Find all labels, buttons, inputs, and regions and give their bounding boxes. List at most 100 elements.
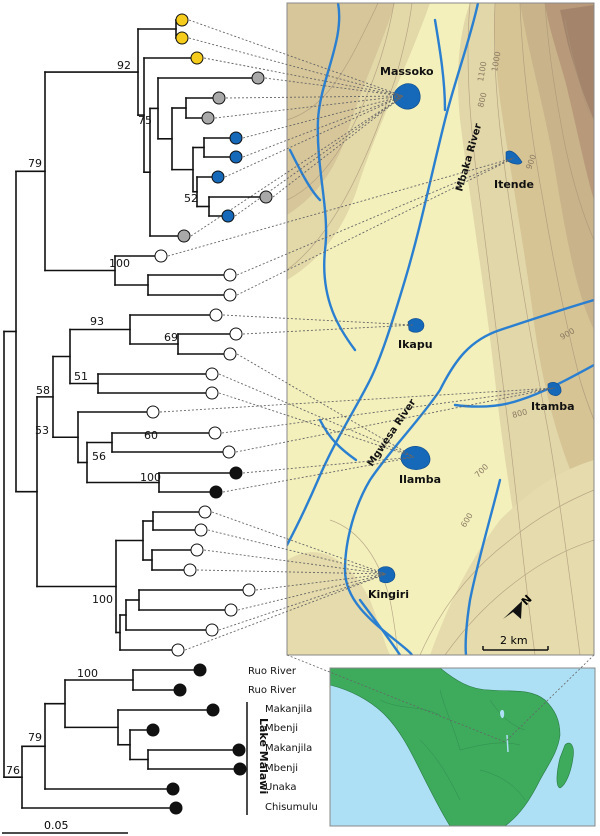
tip-marker-white — [223, 268, 237, 282]
tip-marker-black — [166, 782, 180, 796]
label-kingiri: Kingiri — [368, 588, 409, 601]
label-itamba: Itamba — [531, 400, 575, 413]
tip-marker-white — [183, 563, 197, 577]
leader-line-itamba — [159, 387, 556, 413]
river-mbaka — [287, 3, 480, 547]
lake-labels: Massoko Itende Ikapu Itamba Ilamba Kingi… — [368, 65, 575, 601]
tip-label-makanjila-2: Makanjila — [265, 743, 312, 754]
tip-marker-grey — [259, 190, 273, 204]
tip-marker-black — [169, 801, 183, 815]
leader-line-massoko — [234, 95, 404, 217]
tip-marker-white — [208, 426, 222, 440]
tip-label-ruo-river-1: Ruo River — [248, 666, 297, 677]
crater-lakes — [377, 83, 562, 584]
leader-line-kingiri — [255, 573, 387, 591]
bootstrap-label: 100 — [140, 471, 161, 484]
river-south-tributary — [464, 478, 502, 655]
tip-marker-white — [224, 603, 238, 617]
lake-kingiri-shape — [377, 566, 396, 584]
leader-line-massoko — [242, 95, 404, 158]
bootstrap-label: 76 — [6, 764, 20, 777]
leader-line-massoko — [224, 95, 404, 178]
tip-label-mbenji-1: Mbenji — [265, 723, 298, 734]
inset-frame — [329, 667, 596, 827]
tip-marker-white — [205, 367, 219, 381]
contour-label-6: 800 — [511, 407, 528, 420]
bootstrap-label: 100 — [92, 593, 113, 606]
label-massoko: Massoko — [380, 65, 434, 78]
bootstrap-label: 56 — [92, 450, 106, 463]
bootstrap-label: 69 — [164, 331, 178, 344]
tip-marker-black — [206, 703, 220, 717]
phylogenetic-tree — [3, 19, 267, 809]
tip-label-chisumulu: Chisumulu — [265, 802, 318, 813]
north-arrow-icon — [503, 601, 522, 619]
tip-marker-white — [229, 327, 243, 341]
tip-marker-white — [209, 308, 223, 322]
inset-lake-victoria — [500, 709, 505, 719]
bootstrap-label: 100 — [77, 667, 98, 680]
tip-marker-blue — [211, 170, 225, 184]
bootstrap-label: 93 — [90, 315, 104, 328]
tip-marker-blue — [221, 209, 235, 223]
leader-line-kingiri — [237, 573, 387, 611]
label-ilamba: Ilamba — [399, 473, 441, 486]
tip-marker-grey — [177, 229, 191, 243]
contour-label-2: 1000 — [490, 51, 502, 73]
bootstrap-label: 60 — [144, 429, 158, 442]
map-scale-bar: 2 km — [482, 634, 549, 651]
leader-line-massoko — [214, 95, 404, 119]
leader-line-itamba — [221, 387, 556, 434]
bootstrap-label: 100 — [109, 257, 130, 270]
tip-marker-grey — [201, 111, 215, 125]
leader-lines — [159, 19, 556, 651]
tip-marker-yellow — [190, 51, 204, 65]
river-northwest — [316, 3, 357, 352]
tip-marker-white — [154, 249, 168, 263]
topographic-map: Massoko Itende Ikapu Itamba Ilamba Kingi… — [287, 3, 594, 655]
leader-line-kingiri — [207, 529, 387, 575]
leader-line-ilamba — [222, 456, 415, 493]
inset-borders — [379, 689, 526, 801]
leader-line-itende — [236, 157, 515, 296]
leader-line-kingiri — [218, 573, 387, 631]
bootstrap-label: 53 — [35, 424, 49, 437]
bootstrap-label: 79 — [28, 157, 42, 170]
lake-ilamba-shape — [400, 446, 431, 470]
bootstrap-label: 51 — [74, 370, 88, 383]
bootstrap-label: 58 — [36, 384, 50, 397]
label-itende: Itende — [494, 178, 534, 191]
tip-marker-white — [146, 405, 160, 419]
tip-marker-white — [171, 643, 185, 657]
map-hills-southeast — [430, 460, 594, 655]
map-peak — [560, 5, 594, 120]
leader-line-massoko — [242, 95, 404, 139]
tip-marker-black — [229, 466, 243, 480]
tip-marker-white — [198, 505, 212, 519]
tip-marker-white — [222, 445, 236, 459]
tip-marker-black — [232, 743, 246, 757]
tip-marker-black — [173, 683, 187, 697]
tip-marker-grey — [212, 91, 226, 105]
leader-line-massoko — [203, 57, 404, 97]
label-ikapu: Ikapu — [398, 338, 433, 351]
lake-itamba-shape — [547, 382, 562, 396]
bootstrap-label: 52 — [184, 192, 198, 205]
tip-label-unaka: Unaka — [265, 782, 297, 793]
map-frame — [286, 2, 595, 656]
inset-madagascar — [556, 742, 574, 789]
river-west-tributary-2 — [318, 418, 358, 462]
river-north-tributary — [433, 18, 447, 112]
map-scale-label: 2 km — [500, 634, 528, 647]
tip-marker-black — [193, 663, 207, 677]
tip-markers — [146, 13, 273, 815]
tip-marker-white — [190, 543, 204, 557]
tip-marker-white — [194, 523, 208, 537]
contour-lines — [287, 3, 594, 655]
bootstrap-label: 92 — [117, 59, 131, 72]
outgroup-labels: Ruo River Ruo River Makanjila Mbenji Mak… — [248, 666, 318, 813]
lake-ikapu-shape — [407, 318, 425, 333]
